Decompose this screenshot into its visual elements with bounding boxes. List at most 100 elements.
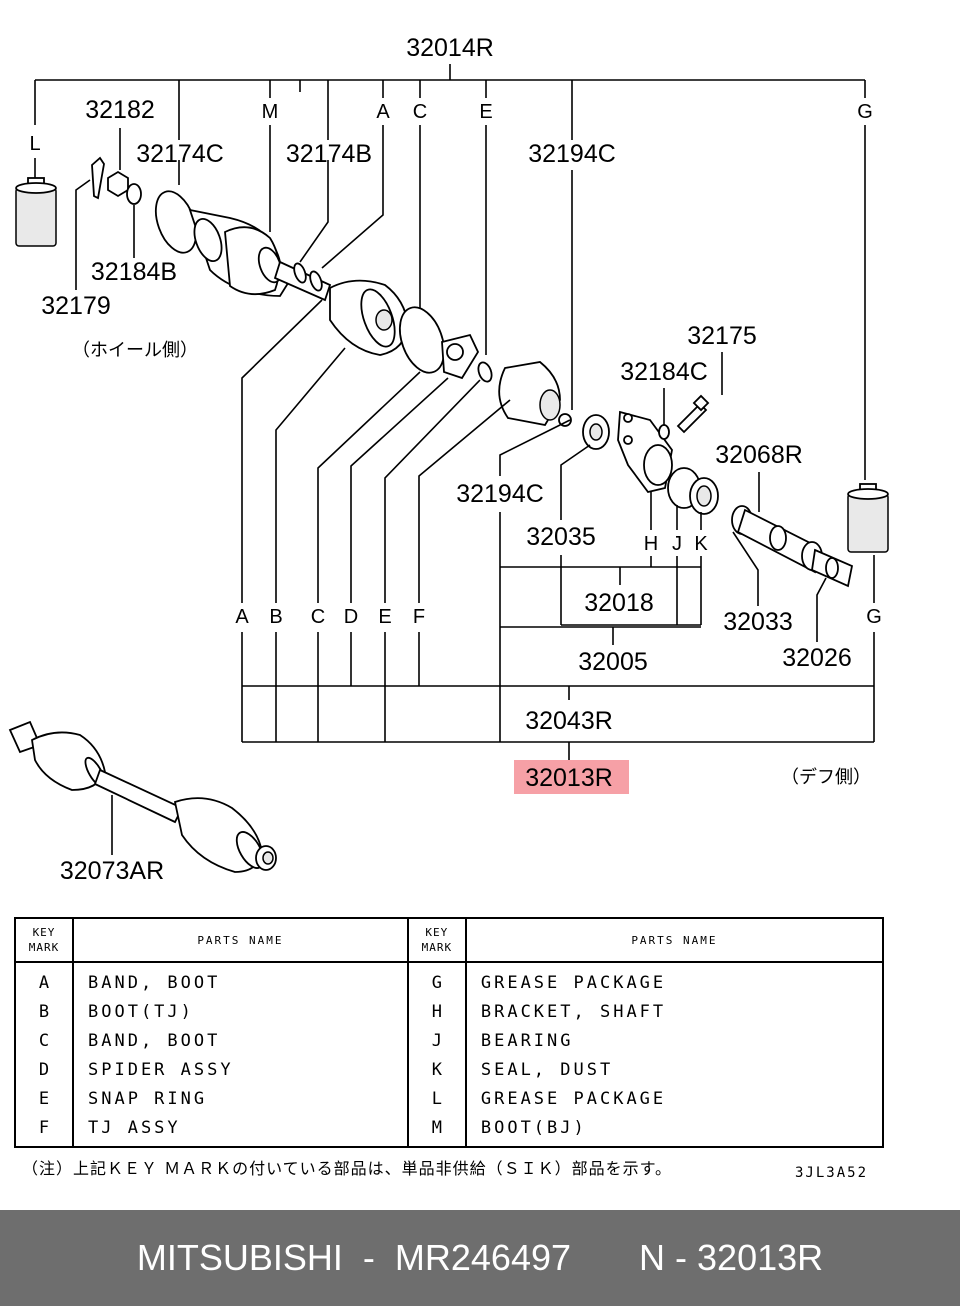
part-name: GREASE PACKAGE (464, 1084, 885, 1113)
label-L: L (29, 133, 40, 155)
dust-seal-32035 (582, 414, 610, 450)
part-number: MR246497 (394, 1237, 572, 1278)
inner-shaft-32068R (731, 505, 854, 588)
label-C-row: C (311, 606, 325, 628)
part-name: BAND, BOOT (72, 1026, 409, 1055)
part-name: BEARING (464, 1026, 885, 1055)
bracket-32005 (500, 626, 701, 645)
exploded-parts-diagram: 32014R L M A C E G 32182 32174C 32174B 3… (8, 34, 889, 885)
separator: - (352, 1237, 385, 1278)
diff-side-label: （デフ側） (781, 767, 871, 788)
label-32005: 32005 (578, 648, 648, 676)
snap-ring (477, 361, 493, 383)
label-J: J (672, 533, 682, 555)
part-name: SEAL, DUST (464, 1055, 885, 1084)
label-32026: 32026 (782, 644, 852, 672)
label-32184C: 32184C (620, 358, 708, 386)
key-mark: G (406, 962, 467, 997)
reference-number: N - 32013R (639, 1237, 824, 1278)
part-name: BRACKET, SHAFT (464, 997, 885, 1026)
parts-name-header-1: PARTS NAME (72, 918, 409, 963)
key-mark: H (406, 997, 467, 1026)
label-32013R: 32013R (525, 764, 613, 792)
bracket-32014R (34, 64, 866, 140)
label-E-top: E (479, 101, 492, 123)
key-mark: A (14, 962, 74, 997)
key-mark: J (406, 1026, 467, 1055)
label-32014R: 32014R (406, 34, 494, 62)
label-F-row: F (413, 606, 425, 628)
tj-assy (498, 361, 572, 427)
key-mark: D (14, 1055, 74, 1084)
table-row: F TJ ASSY M BOOT(BJ) (14, 1113, 885, 1147)
table-row: C BAND, BOOT J BEARING (14, 1026, 885, 1055)
label-32018: 32018 (584, 589, 654, 617)
table-row: E SNAP RING L GREASE PACKAGE (14, 1084, 885, 1113)
table-row: A BAND, BOOT G GREASE PACKAGE (14, 962, 885, 997)
part-name: BOOT(BJ) (464, 1113, 885, 1147)
grease-package-right (847, 483, 889, 553)
washer-32184B (126, 183, 142, 205)
part-name: BOOT(TJ) (72, 997, 409, 1026)
band-boot-c (398, 306, 446, 374)
bolt-32175 (676, 394, 710, 434)
label-32179: 32179 (41, 292, 111, 320)
label-C-top: C (413, 101, 427, 123)
label-32068R: 32068R (715, 441, 803, 469)
key-mark: B (14, 997, 74, 1026)
washer-32184C (658, 424, 670, 440)
label-32194C-mid: 32194C (456, 480, 544, 508)
bearing (667, 467, 719, 515)
table-row: D SPIDER ASSY K SEAL, DUST (14, 1055, 885, 1084)
label-32184B: 32184B (91, 258, 177, 286)
part-name: GREASE PACKAGE (464, 962, 885, 997)
label-32043R: 32043R (525, 707, 613, 735)
bj-joint-and-boot (154, 190, 292, 297)
key-mark: L (406, 1084, 467, 1113)
label-G-row: G (866, 606, 882, 628)
key-mark: K (406, 1055, 467, 1084)
nut-32182 (107, 170, 129, 198)
key-mark: M (406, 1113, 467, 1147)
brand-name: MITSUBISHI (136, 1237, 343, 1278)
label-32073AR: 32073AR (60, 857, 164, 885)
label-E-row: E (378, 606, 391, 628)
label-B-row: B (269, 606, 282, 628)
shaft-mid (273, 260, 332, 302)
tj-boot (329, 279, 409, 356)
cotter-pin (91, 156, 105, 200)
parts-name-header-2: PARTS NAME (464, 918, 885, 963)
label-32174C: 32174C (136, 140, 224, 168)
key-mark: E (14, 1084, 74, 1113)
part-name: SPIDER ASSY (72, 1055, 409, 1084)
label-H: H (644, 533, 658, 555)
part-name: TJ ASSY (72, 1113, 409, 1147)
key-mark: F (14, 1113, 74, 1147)
footnote: （注）上記ＫＥＹ ＭＡＲＫの付いている部品は、単品非供給（ＳＩＫ）部品を示す。 (22, 1159, 673, 1178)
label-D-row: D (344, 606, 358, 628)
label-32033: 32033 (723, 608, 793, 636)
bracket-32043R (241, 632, 875, 760)
label-32194C-top: 32194C (528, 140, 616, 168)
label-A-top: A (376, 101, 390, 123)
label-A-row: A (235, 606, 249, 628)
label-32182: 32182 (85, 96, 155, 124)
drawing-code: 3JL3A52 (795, 1165, 869, 1181)
label-M: M (262, 101, 279, 123)
table-row: B BOOT(TJ) H BRACKET, SHAFT (14, 997, 885, 1026)
part-name: SNAP RING (72, 1084, 409, 1113)
highlight-box (514, 760, 629, 794)
label-32174B: 32174B (286, 140, 372, 168)
footer-bar: MITSUBISHI - MR246497 N - 32013R (0, 1210, 960, 1306)
grease-package-left (15, 177, 57, 247)
label-32175: 32175 (687, 322, 757, 350)
key-mark: C (14, 1026, 74, 1055)
part-name: BAND, BOOT (72, 962, 409, 997)
label-G-top: G (857, 101, 873, 123)
spider-assy (441, 333, 480, 380)
label-K: K (694, 533, 708, 555)
wheel-side-label: （ホイール側） (72, 340, 198, 361)
